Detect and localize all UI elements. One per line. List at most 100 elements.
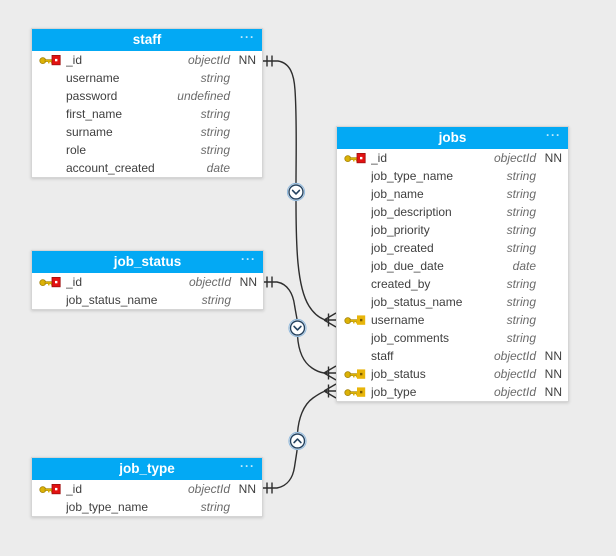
field-row-jobs-_id[interactable]: _id objectId NN <box>337 149 568 167</box>
field-not-null-flag: NN <box>544 385 562 399</box>
field-name: role <box>66 143 87 157</box>
table-menu-icon[interactable]: ··· <box>546 128 561 142</box>
field-not-null-flag: NN <box>238 482 256 496</box>
field-row-jobs-job_due_date[interactable]: job_due_date date <box>337 257 568 275</box>
field-row-staff-surname[interactable]: surname string <box>32 123 262 141</box>
table-title: job_type <box>119 461 175 476</box>
relationship-line <box>263 448 298 489</box>
table-menu-icon[interactable]: ··· <box>241 252 256 266</box>
field-name: job_due_date <box>371 259 444 273</box>
field-row-jobs-job_status_name[interactable]: job_status_name string <box>337 293 568 311</box>
relationship-staff-jobs[interactable] <box>263 55 337 328</box>
relationship-line <box>263 281 298 321</box>
chevron-down-circle-icon <box>288 318 307 338</box>
field-name: job_comments <box>371 331 450 345</box>
field-not-null-flag: NN <box>239 275 257 289</box>
field-not-null-flag: NN <box>238 53 256 67</box>
relationship-line <box>296 390 325 434</box>
key-gold-badge-icon <box>344 315 366 325</box>
field-row-jobs-job_description[interactable]: job_description string <box>337 203 568 221</box>
table-job_type[interactable]: job_type ··· _id objectId NN job_type_na… <box>31 457 263 517</box>
relationship-line <box>296 335 325 374</box>
field-row-staff-first_name[interactable]: first_name string <box>32 105 262 123</box>
field-not-null-flag: NN <box>544 151 562 165</box>
field-type: string <box>506 295 536 309</box>
table-header-staff[interactable]: staff ··· <box>32 29 262 51</box>
field-row-jobs-job_created[interactable]: job_created string <box>337 239 568 257</box>
field-row-job_status-job_status_name[interactable]: job_status_name string <box>32 291 263 309</box>
field-type: string <box>200 107 230 121</box>
table-header-job_type[interactable]: job_type ··· <box>32 458 262 480</box>
cardinality-one-marker <box>266 276 273 288</box>
field-type: objectId <box>187 53 230 67</box>
field-row-jobs-username[interactable]: username string <box>337 311 568 329</box>
field-row-jobs-job_priority[interactable]: job_priority string <box>337 221 568 239</box>
chevron-down-circle-icon <box>286 182 306 202</box>
field-row-staff-username[interactable]: username string <box>32 69 262 87</box>
table-title: staff <box>132 32 162 47</box>
field-type: objectId <box>493 349 536 363</box>
field-type: date <box>206 161 230 175</box>
table-title: jobs <box>438 130 467 145</box>
field-type: string <box>506 313 536 327</box>
field-row-job_type-job_type_name[interactable]: job_type_name string <box>32 498 262 516</box>
table-menu-icon[interactable]: ··· <box>240 30 255 44</box>
field-row-staff-role[interactable]: role string <box>32 141 262 159</box>
table-jobs[interactable]: jobs ··· _id objectId NN job_type_name s… <box>336 126 569 402</box>
field-row-jobs-job_type[interactable]: job_type objectId NN <box>337 383 568 401</box>
field-name: job_type_name <box>371 169 454 183</box>
field-type: objectId <box>493 367 536 381</box>
field-name: account_created <box>66 161 155 175</box>
field-name: job_status_name <box>66 293 158 307</box>
field-type: string <box>506 277 536 291</box>
field-row-job_status-_id[interactable]: _id objectId NN <box>32 273 263 291</box>
table-menu-icon[interactable]: ··· <box>240 459 255 473</box>
field-name: job_status <box>371 367 426 381</box>
field-not-null-flag: NN <box>544 367 562 381</box>
relationship-job_status-jobs[interactable] <box>263 276 337 381</box>
field-type: string <box>506 223 536 237</box>
field-name: _id <box>66 482 83 496</box>
key-red-badge-icon <box>39 54 61 66</box>
table-header-jobs[interactable]: jobs ··· <box>337 127 568 149</box>
chevron-up-circle-icon <box>288 431 307 451</box>
field-name: _id <box>66 275 83 289</box>
field-row-staff-account_created[interactable]: account_created date <box>32 159 262 177</box>
table-body: _id objectId NN job_status_name string <box>32 273 263 309</box>
relationship-job_type-jobs[interactable] <box>263 383 337 494</box>
field-type: string <box>506 205 536 219</box>
field-row-staff-password[interactable]: password undefined <box>32 87 262 105</box>
field-name: job_type <box>371 385 417 399</box>
field-row-jobs-job_comments[interactable]: job_comments string <box>337 329 568 347</box>
field-row-staff-_id[interactable]: _id objectId NN <box>32 51 262 69</box>
field-name: job_created <box>371 241 434 255</box>
field-row-jobs-job_type_name[interactable]: job_type_name string <box>337 167 568 185</box>
key-gold-badge-icon <box>344 369 366 379</box>
field-name: staff <box>371 349 394 363</box>
field-type: string <box>200 143 230 157</box>
table-body: _id objectId NN username string password… <box>32 51 262 177</box>
field-name: job_status_name <box>371 295 463 309</box>
field-row-jobs-job_status[interactable]: job_status objectId NN <box>337 365 568 383</box>
field-row-jobs-staff[interactable]: staff objectId NN <box>337 347 568 365</box>
field-type: objectId <box>493 151 536 165</box>
field-name: _id <box>66 53 83 67</box>
field-type: string <box>201 293 231 307</box>
field-row-jobs-created_by[interactable]: created_by string <box>337 275 568 293</box>
field-not-null-flag: NN <box>544 349 562 363</box>
field-row-job_type-_id[interactable]: _id objectId NN <box>32 480 262 498</box>
table-job_status[interactable]: job_status ··· _id objectId NN job_statu… <box>31 250 264 310</box>
key-red-badge-icon <box>39 483 61 495</box>
table-staff[interactable]: staff ··· _id objectId NN username strin… <box>31 28 263 178</box>
field-name: job_type_name <box>66 500 149 514</box>
field-type: string <box>200 500 230 514</box>
crow-foot-marker <box>323 365 337 381</box>
field-name: username <box>66 71 120 85</box>
field-name: first_name <box>66 107 123 121</box>
cardinality-one-marker <box>266 55 273 67</box>
field-type: string <box>200 125 230 139</box>
field-name: surname <box>66 125 113 139</box>
field-row-jobs-job_name[interactable]: job_name string <box>337 185 568 203</box>
table-header-job_status[interactable]: job_status ··· <box>32 251 263 273</box>
